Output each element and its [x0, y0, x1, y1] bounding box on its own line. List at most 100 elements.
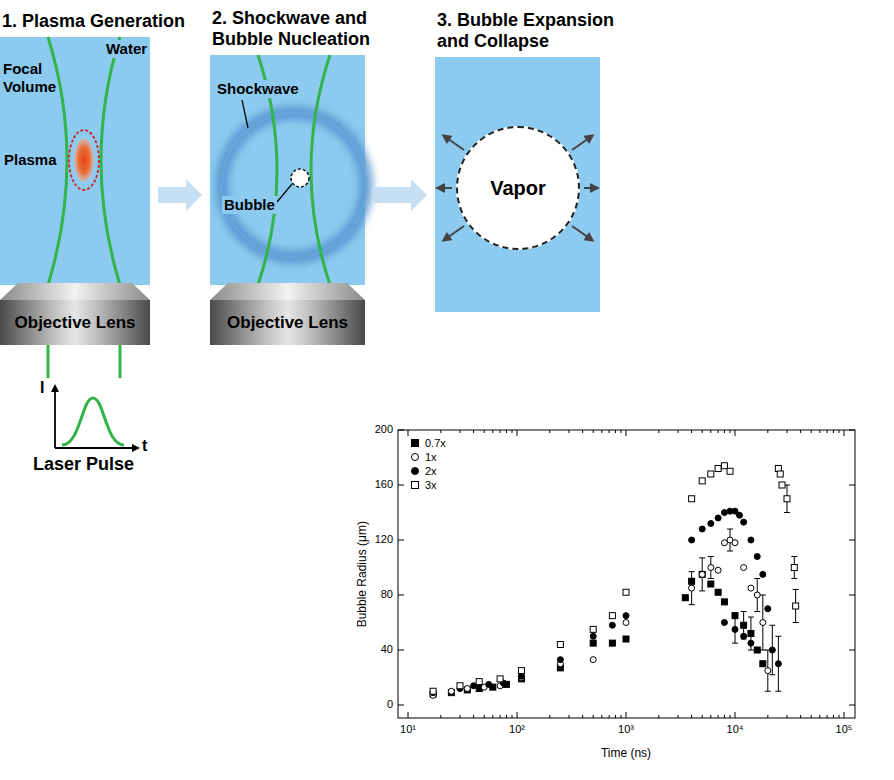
water-panel [0, 37, 150, 285]
data-marker [497, 676, 503, 682]
error-bar [689, 571, 695, 572]
error-bar [793, 622, 799, 623]
data-marker [715, 515, 721, 521]
tick-mark [500, 715, 501, 718]
tick-mark [787, 715, 788, 718]
tick-mark [730, 430, 731, 433]
callout-label: Plasma [4, 151, 57, 169]
error-bar [748, 617, 754, 618]
data-marker [769, 647, 775, 653]
data-marker [699, 526, 705, 532]
tick-mark [844, 430, 845, 436]
data-marker [737, 512, 743, 518]
legend-marker [410, 438, 420, 448]
data-marker [754, 554, 760, 560]
tick-mark [398, 595, 404, 596]
legend-marker [410, 480, 420, 490]
tick-mark [569, 430, 570, 433]
leader-line [242, 100, 248, 128]
data-marker [689, 578, 695, 584]
bubble-nucleus [291, 169, 309, 187]
data-marker [486, 681, 492, 687]
tick-label: 10¹ [388, 723, 428, 736]
water-panel [210, 55, 365, 285]
bubble-label: Vapor [490, 177, 546, 200]
stage-panel: 3. Bubble Expansion and CollapseVapor [435, 57, 600, 312]
legend-marker [410, 466, 420, 476]
tick-mark [621, 430, 622, 433]
data-marker [689, 537, 695, 543]
error-bar [754, 611, 760, 612]
tick-mark [849, 540, 855, 541]
data-marker [476, 679, 482, 685]
tick-mark [724, 715, 725, 718]
error-bar [791, 578, 797, 579]
vapor-bubble: Vapor [456, 126, 580, 250]
legend-label: 0.7x [425, 437, 446, 449]
tick-mark [849, 650, 855, 651]
tick-mark [549, 430, 550, 433]
data-marker [784, 496, 790, 502]
lens-label: Objective Lens [227, 313, 348, 333]
tick-label: 10³ [606, 723, 646, 736]
stage-title: 1. Plasma Generation [2, 11, 202, 33]
chart-legend: 0.7x1x2x3x [410, 436, 446, 492]
tick-mark [827, 715, 828, 718]
tick-mark [710, 715, 711, 718]
tick-mark [658, 430, 659, 433]
tick-mark [849, 595, 855, 596]
tick-mark [506, 715, 507, 718]
tick-label: 160 [358, 478, 393, 491]
data-marker [689, 496, 695, 502]
data-marker [721, 620, 727, 626]
tick-mark [506, 430, 507, 433]
data-marker [791, 565, 797, 571]
data-marker [412, 440, 419, 447]
tick-mark [626, 712, 627, 718]
error-bar [727, 529, 733, 530]
beam-line [311, 55, 330, 285]
tick-mark [767, 430, 768, 433]
shockwave-ring [222, 113, 366, 257]
tick-mark [819, 715, 820, 718]
tick-mark [398, 705, 404, 706]
tick-mark [517, 430, 518, 436]
legend-label: 2x [425, 465, 437, 477]
tick-mark [609, 715, 610, 718]
error-bar [741, 611, 747, 612]
tick-mark [549, 715, 550, 718]
error-bar [784, 512, 790, 513]
tick-label: 120 [358, 533, 393, 546]
tick-mark [626, 430, 627, 436]
tick-mark [839, 715, 840, 718]
tick-mark [718, 715, 719, 718]
tick-mark [849, 430, 855, 431]
tick-mark [811, 430, 812, 433]
beam-line [101, 37, 120, 285]
data-marker [699, 571, 705, 577]
tick-mark [593, 715, 594, 718]
error-bar [748, 650, 754, 651]
tick-mark [408, 430, 409, 436]
tick-label: 200 [358, 423, 393, 436]
legend-row: 0.7x [410, 436, 446, 450]
tick-mark [473, 715, 474, 718]
data-marker [699, 571, 705, 577]
legend-row: 2x [410, 464, 446, 478]
data-marker [748, 640, 754, 646]
tick-mark [800, 715, 801, 718]
tick-mark [569, 715, 570, 718]
data-marker [623, 636, 629, 642]
data-marker [609, 640, 615, 646]
tick-mark [718, 430, 719, 433]
data-marker [623, 613, 629, 619]
data-marker [760, 571, 766, 577]
stage-title: 3. Bubble Expansion and Collapse [437, 10, 637, 53]
stage-arrow [158, 179, 202, 211]
tick-mark [833, 715, 834, 718]
tick-mark [730, 715, 731, 718]
tick-mark [811, 715, 812, 718]
tick-mark [492, 715, 493, 718]
data-marker [708, 581, 714, 587]
